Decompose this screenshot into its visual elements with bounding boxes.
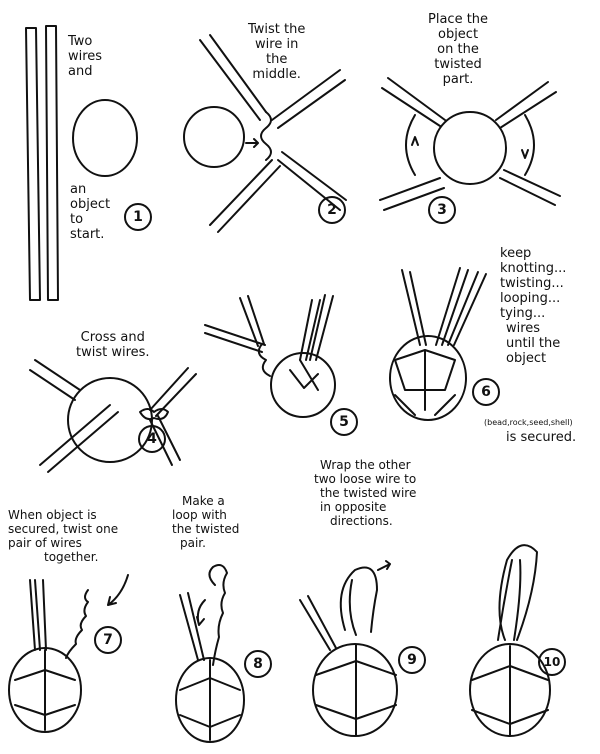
text-line: twisting... [500,276,564,291]
text-line: the [266,52,288,67]
step-7-number: 7 [94,626,122,654]
text-line: Two [68,34,93,49]
step-5-knotting-drawing [204,294,336,418]
text-line: looping... [500,291,561,306]
step-7-twisted-pair-drawing [8,574,129,733]
step-6-label-end: is secured. [506,430,577,445]
text-line: object [437,27,479,42]
step-1-wires-drawing [25,25,59,301]
text-line: wires [506,321,541,336]
step-2-twisted-wires-drawing [183,34,347,233]
text-line: until the [506,336,561,351]
step-4-number: 4 [138,425,166,453]
text-line: object [70,197,111,212]
text-line: on the [437,42,479,57]
text-line: object [506,351,547,366]
step-8-loop-drawing [175,564,245,743]
step-3-number: 3 [428,196,456,224]
step-6-note: (bead,rock,seed,shell) [484,418,573,427]
step-10-number: 10 [538,648,566,676]
step-3-object-on-twist-drawing [379,77,561,211]
text-line: Wrap the other [320,458,411,472]
text-line: the twisted wire [320,486,417,500]
step-8-number: 8 [244,650,272,678]
step-6-netted-object-drawing [389,267,487,421]
text-line: keep [500,246,532,261]
step-9-wrapping-drawing [299,560,398,737]
step-10-finished-pendant-drawing [469,544,551,737]
text-line: an [70,182,87,197]
text-line: pair of wires [8,536,82,550]
text-line: Cross and [80,330,145,345]
text-line: Place the [428,12,489,27]
text-line: two loose wire to [314,472,417,486]
text-line: middle. [252,67,301,82]
text-line: loop with [172,508,227,522]
text-line: twisted [434,57,482,72]
text-line: to [70,212,84,227]
text-line: part. [442,72,474,87]
text-line: start. [70,227,105,242]
text-line: tying... [500,306,546,321]
text-line: the twisted [172,522,240,536]
step-1-number: 1 [124,203,152,231]
text-line: wires [68,49,103,64]
step-6-number: 6 [472,378,500,406]
step-5-number: 5 [330,408,358,436]
step-1-object-drawing [72,99,138,177]
text-line: When object is [8,508,97,522]
text-line: and [68,64,93,79]
step-2-number: 2 [318,196,346,224]
text-line: knotting... [500,261,567,276]
text-line: pair. [180,536,206,550]
step-9-number: 9 [398,646,426,674]
text-line: secured, twist one [8,522,119,536]
text-line: wire in [255,37,299,52]
text-line: Twist the [248,22,306,37]
step-4-cross-twist-drawing [29,359,197,473]
text-line: in opposite [320,500,387,514]
text-line: Make a [182,494,225,508]
text-line: twist wires. [76,345,150,360]
text-line: together. [44,550,99,564]
text-line: directions. [330,514,393,528]
